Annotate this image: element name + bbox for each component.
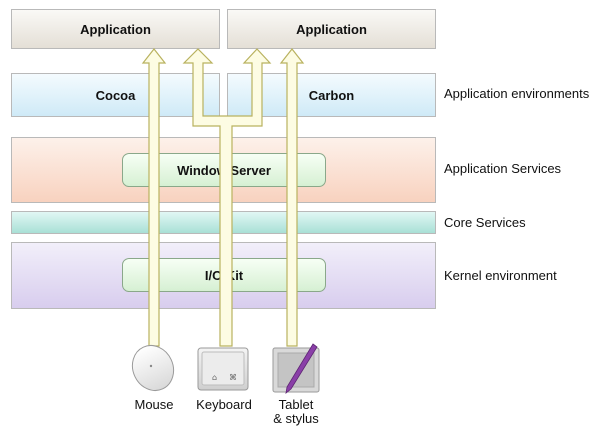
carbon-label: Carbon [308,87,355,103]
mouse-arrow [141,48,167,347]
mouse-label: Mouse [134,397,174,412]
stylus-icon [285,343,318,394]
keyboard-label: Keyboard [196,397,252,412]
application-right-label: Application [296,21,367,37]
keyboard-icon: ⌂ ⌘ [197,347,249,391]
tablet-icon [272,343,320,394]
keyboard-arrow [182,48,272,347]
tablet-label-line1: Tablet [278,397,314,412]
tablet-label: Tablet & stylus [266,398,326,426]
application-left-label: Application [80,21,151,37]
cocoa-box: Cocoa [11,73,220,117]
core-services-label: Core Services [444,215,526,230]
tablet-arrow [279,48,305,347]
app-environments-label: Application environments [444,86,590,101]
tablet-label-line2: & stylus [273,411,319,426]
app-services-label: Application Services [444,161,562,176]
kernel-environment-label: Kernel environment [444,268,557,283]
application-box-right: Application [227,9,436,49]
cocoa-label: Cocoa [95,87,136,103]
svg-text:⌘: ⌘ [229,373,237,382]
svg-text:⌂: ⌂ [212,373,217,382]
mouse-icon [131,345,175,391]
application-box-left: Application [11,9,220,49]
